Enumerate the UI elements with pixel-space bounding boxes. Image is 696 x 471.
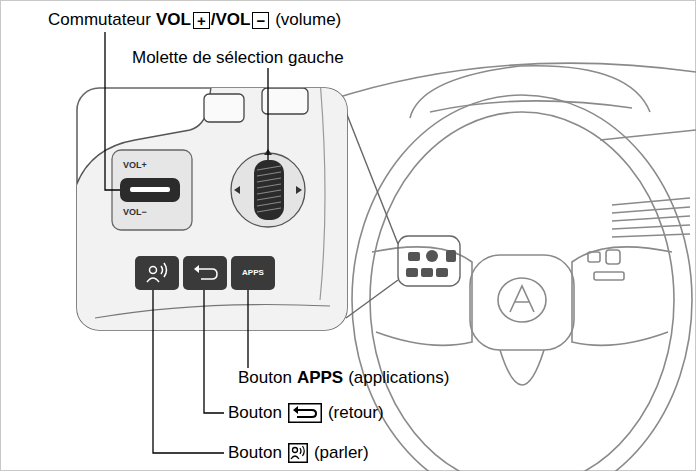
steering-wheel	[498, 278, 546, 322]
steering-wheel	[510, 286, 534, 312]
callout-text: (retour)	[328, 402, 384, 424]
control-cluster	[254, 160, 284, 220]
callout-text: Commutateur	[48, 9, 151, 31]
callout-text: Molette de sélection gauche	[132, 47, 344, 69]
control-name: VOL	[156, 9, 191, 31]
back-icon	[288, 403, 322, 423]
control-cluster	[150, 267, 157, 274]
callout-label: Bouton APPS (applications)	[238, 367, 449, 389]
back-icon	[289, 404, 322, 423]
leader-line	[105, 32, 120, 190]
control-cluster	[130, 187, 170, 192]
leader-line	[204, 290, 224, 413]
zoom-outline	[346, 280, 398, 318]
control-cluster	[77, 88, 347, 330]
control-cluster	[197, 269, 217, 279]
control-cluster	[262, 88, 308, 114]
steering-wheel	[612, 198, 690, 237]
steering-wheel	[352, 95, 692, 471]
control-cluster	[183, 256, 227, 290]
wheel-buttons	[406, 268, 418, 277]
steering-wheel	[600, 130, 696, 140]
steering-wheel	[470, 255, 574, 350]
steering-wheel	[370, 112, 674, 471]
zoom-outline	[346, 112, 460, 318]
control-cluster	[161, 263, 167, 277]
control-cluster	[135, 256, 179, 290]
talk-icon	[289, 444, 308, 463]
control-symbol: −	[252, 12, 269, 29]
steering-wheel	[430, 101, 632, 112]
control-name: APPS	[297, 367, 343, 389]
talk-icon	[292, 448, 297, 453]
control-cluster	[147, 278, 159, 282]
steering-wheel	[572, 247, 672, 345]
leader-line	[267, 68, 268, 160]
steering-wheel	[588, 252, 600, 262]
wheel-buttons	[436, 268, 448, 277]
leader-line	[153, 290, 224, 453]
steering-wheel	[372, 247, 472, 345]
callout-text: Bouton	[228, 442, 282, 464]
control-cluster	[112, 150, 192, 230]
zoom-outline	[398, 236, 460, 286]
talk-icon	[288, 443, 308, 463]
wheel-buttons	[421, 268, 433, 277]
control-name: /VOL	[211, 9, 251, 31]
steering-wheel	[606, 250, 620, 264]
wheel-buttons	[408, 252, 420, 261]
control-cluster	[320, 88, 325, 300]
control-cluster	[77, 88, 347, 330]
control-cluster	[194, 265, 199, 273]
button-marking: VOL+	[123, 160, 147, 170]
control-cluster	[204, 94, 244, 122]
leader-line	[105, 32, 268, 453]
talk-icon	[291, 456, 299, 459]
control-cluster	[257, 166, 281, 212]
control-cluster	[231, 256, 275, 290]
wheel-buttons	[406, 250, 456, 277]
control-cluster	[95, 305, 330, 319]
control-cluster	[231, 153, 305, 227]
steering-wheel	[410, 66, 650, 118]
talk-icon	[300, 446, 304, 456]
callout-text: Bouton	[238, 367, 292, 389]
wheel-buttons	[426, 250, 438, 262]
button-marking: VOL−	[123, 207, 147, 217]
wheel-buttons	[446, 250, 456, 262]
steering-wheel	[330, 63, 696, 100]
callout-label: Commutateur VOL + /VOL − (volume)	[48, 9, 341, 31]
control-symbol: +	[193, 12, 210, 29]
back-icon	[297, 410, 316, 417]
button-marking: APPS	[231, 268, 275, 277]
callout-label: Bouton (retour)	[228, 402, 384, 424]
steering-wheel	[594, 272, 624, 280]
callout-label: Molette de sélection gauche	[132, 47, 344, 69]
zoom-outline	[346, 112, 398, 244]
control-cluster	[147, 263, 217, 282]
back-icon	[293, 406, 298, 414]
callout-label: Bouton (parler)	[228, 442, 369, 464]
callout-text: (applications)	[348, 367, 449, 389]
control-cluster	[120, 178, 180, 202]
callout-text: (parler)	[314, 442, 369, 464]
steering-wheel	[330, 63, 696, 471]
callout-text: (volume)	[275, 9, 341, 31]
leader-line	[247, 290, 248, 368]
callout-text: Bouton	[228, 402, 282, 424]
steering-wheel	[500, 350, 544, 385]
